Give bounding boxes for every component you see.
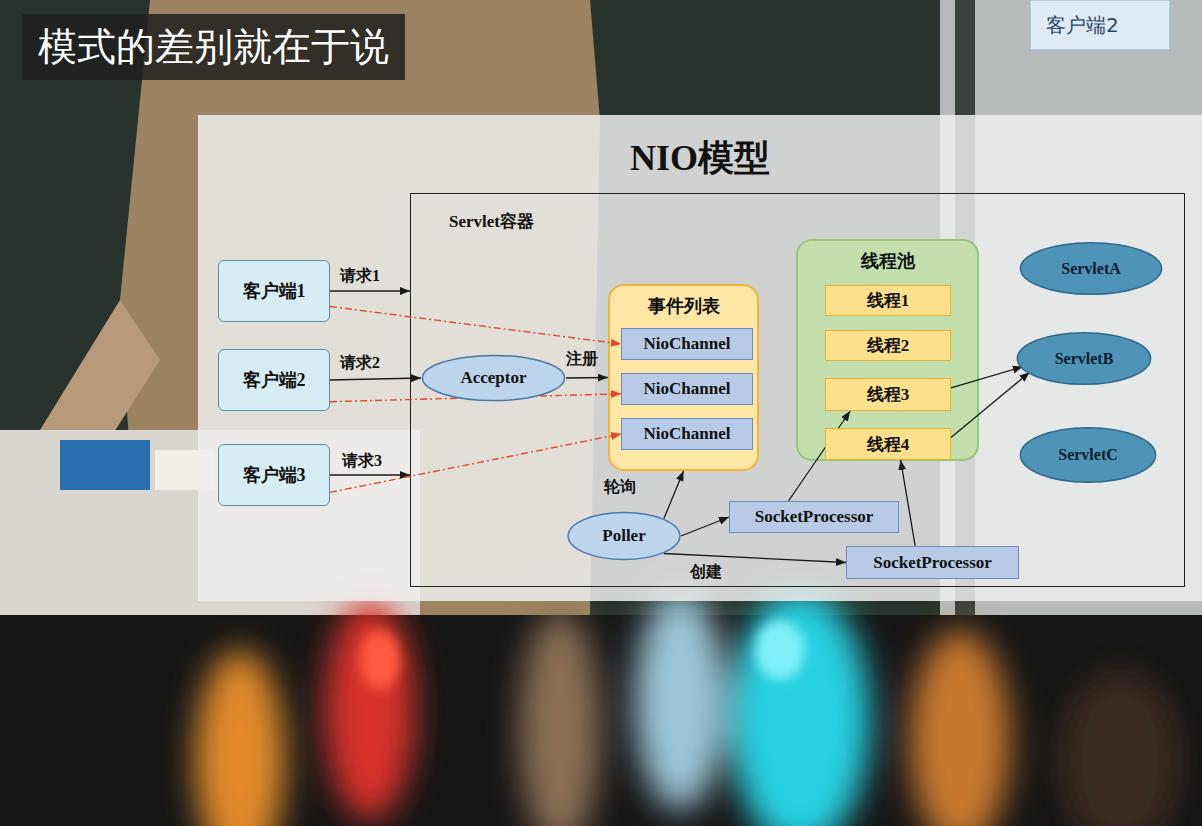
node-text: NioChannel [644, 379, 731, 399]
edge-label: 注册 [566, 349, 598, 370]
node-text: NioChannel [644, 334, 731, 354]
node-text: 客户端1 [243, 279, 306, 303]
node-text: 线程4 [867, 433, 910, 456]
servlet-ellipse: ServletB [1016, 331, 1152, 386]
node-text: 线程2 [867, 334, 910, 357]
light-streaks [195, 590, 1180, 826]
ellipse-shape [568, 513, 680, 560]
edge-label: 创建 [690, 562, 722, 583]
flow-arrow [330, 474, 410, 475]
channel-box: NioChannel [621, 328, 753, 360]
request-dashed-arrow [330, 434, 621, 492]
channel-box: NioChannel [621, 373, 753, 405]
edge-label: 请求2 [340, 353, 380, 374]
channel-box: NioChannel [621, 418, 753, 450]
street-photo [0, 615, 1202, 826]
flow-arrow [681, 517, 729, 536]
request-dashed-arrow [330, 307, 621, 345]
ellipse-shape [1020, 243, 1161, 295]
servlet-ellipse: ServletC [1019, 426, 1157, 484]
node-text: ServletA [1061, 260, 1121, 278]
node-text: ServletC [1058, 446, 1118, 464]
client-box: 客户端3 [218, 444, 330, 506]
flow-arrow [664, 554, 846, 563]
component-ellipse: Poller [567, 511, 681, 561]
chalkboard [0, 0, 1202, 615]
node-heading: Servlet容器 [449, 210, 534, 233]
ellipse-shape [1020, 428, 1155, 483]
node-text: Acceptor [460, 368, 526, 388]
node-text: ServletB [1055, 350, 1114, 368]
thread-box: 线程2 [825, 330, 951, 361]
node-text: SocketProcessor [755, 507, 874, 527]
flow-arrow [330, 378, 421, 380]
flow-arrow [664, 471, 684, 519]
desk-item [60, 440, 150, 490]
processor-box: SocketProcessor [729, 501, 899, 533]
flow-arrow [566, 377, 608, 379]
edge-label: 请求1 [340, 266, 380, 287]
container-box: Servlet容器Acceptor事件列表NioChannelNioChanne… [410, 193, 1185, 587]
node-text: Poller [602, 526, 645, 546]
thread-pool-box: 线程池线程1 线程2 线程3 线程4 [796, 239, 979, 461]
client-box: 客户端2 [218, 349, 330, 411]
node-heading: 事件列表 [610, 294, 757, 318]
node-text: 客户端3 [243, 463, 306, 487]
node-text: 线程3 [867, 383, 910, 406]
node-text: SocketProcessor [873, 553, 992, 573]
edge-label: 轮询 [604, 477, 636, 498]
subtitle: 模式的差别就在于说 [22, 14, 405, 80]
thread-box: 线程1 [825, 285, 951, 316]
node-heading: 线程池 [798, 249, 977, 273]
screen-box [1030, 0, 1170, 50]
flow-arrow [330, 290, 410, 291]
processor-box: SocketProcessor [846, 546, 1019, 579]
component-ellipse: Acceptor [421, 354, 566, 402]
thread-box: 线程3 [825, 378, 951, 411]
client-box: 客户端1 [218, 260, 330, 322]
flow-arrow [901, 460, 916, 546]
diagram-title: NIO模型 [560, 134, 840, 183]
thread-box: 线程4 [825, 428, 951, 460]
node-text: NioChannel [644, 424, 731, 444]
node-text: 线程1 [867, 289, 910, 312]
node-text: 客户端2 [243, 368, 306, 392]
ellipse-shape [1017, 333, 1150, 385]
edge-label: 请求3 [342, 451, 382, 472]
light-glints [360, 620, 805, 690]
ellipse-shape [422, 355, 564, 400]
background-screen-text: 客户端2 [1046, 12, 1119, 39]
servlet-ellipse: ServletA [1019, 241, 1163, 296]
event-list-box: 事件列表NioChannelNioChannelNioChannel [608, 284, 759, 471]
